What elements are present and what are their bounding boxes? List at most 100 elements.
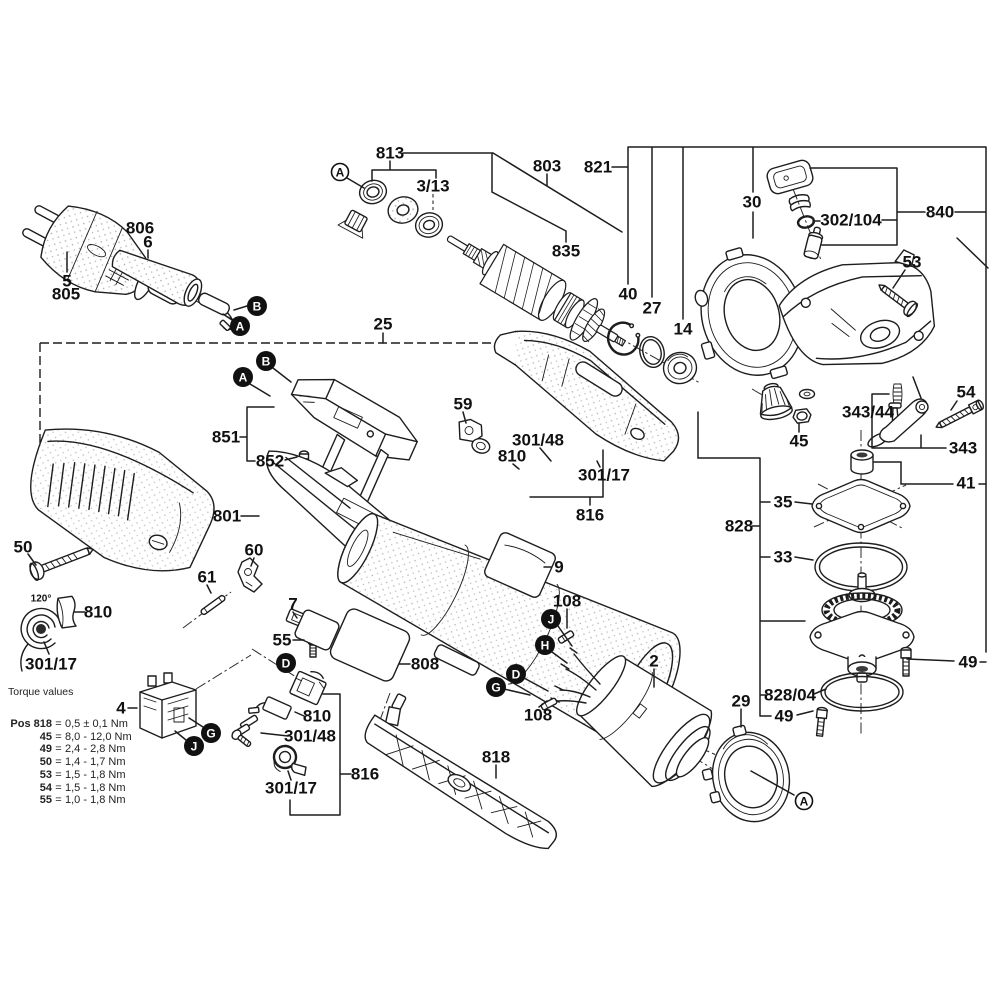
callout-813: 813 xyxy=(376,144,404,163)
callout-59: 59 xyxy=(454,395,473,414)
part-circlip-40 xyxy=(607,321,641,356)
callout-821: 821 xyxy=(584,158,612,177)
part-brush-holder xyxy=(289,670,327,706)
callout-45: 45 xyxy=(790,432,809,451)
callout-60: 60 xyxy=(245,541,264,560)
badge-d-brush: D xyxy=(276,653,296,673)
callout-5: 5 xyxy=(62,272,71,291)
part-gear-housing xyxy=(778,249,936,366)
part-cord-end xyxy=(197,292,235,332)
torque-row: 55 = 1,0 - 1,8 Nm xyxy=(8,794,132,807)
part-switch-button xyxy=(766,159,814,195)
badge-a-851: A xyxy=(233,367,253,387)
torque-table: Torque values Pos 818 = 0,5 ± 0,1 Nm 45 … xyxy=(8,686,132,807)
badge-b-cord: B xyxy=(247,296,267,316)
part-switch-4 xyxy=(139,672,197,739)
svg-text:B: B xyxy=(262,355,271,369)
torque-pos: 50 xyxy=(39,756,52,769)
part-armature-835 xyxy=(446,235,627,347)
torque-value: 1,4 - 1,7 Nm xyxy=(65,756,126,769)
part-ring-27 xyxy=(639,335,665,369)
callout-49-right: 49 xyxy=(959,653,978,672)
svg-text:J: J xyxy=(191,740,198,754)
part-clip-810-left xyxy=(56,595,77,629)
callout-343-44: 343/44 xyxy=(842,403,895,422)
part-screw-301-48 xyxy=(231,729,252,748)
torque-pos: 55 xyxy=(39,794,52,807)
torque-pos: Pos 818 xyxy=(10,718,52,730)
callout-angle-120: 120° xyxy=(31,594,52,605)
callout-852: 852 xyxy=(256,452,284,471)
svg-text:A: A xyxy=(336,166,345,180)
callout-805: 805 xyxy=(52,285,80,304)
part-sticker-808 xyxy=(329,608,411,682)
torque-row: 50 = 1,4 - 1,7 Nm xyxy=(8,756,132,769)
badge-h-stator: H xyxy=(535,635,555,655)
torque-eq: = xyxy=(55,768,62,781)
badge-d-stator: D xyxy=(506,664,526,684)
torque-value: 8,0 - 12,0 Nm xyxy=(65,730,132,743)
torque-eq: = xyxy=(55,794,62,807)
svg-text:A: A xyxy=(800,795,809,809)
svg-text:A: A xyxy=(236,320,245,334)
callout-6: 6 xyxy=(143,233,152,252)
callout-835: 835 xyxy=(552,242,580,261)
torque-eq: = xyxy=(55,718,62,730)
part-screw-49-right xyxy=(900,646,912,677)
torque-row: 53 = 1,5 - 1,8 Nm xyxy=(8,769,132,782)
callout-810-left: 810 xyxy=(84,603,112,622)
callout-301-48-bottom: 301/48 xyxy=(284,727,336,746)
callout-61: 61 xyxy=(198,568,217,587)
svg-text:D: D xyxy=(282,657,291,671)
torque-value: 0,5 ± 0,1 Nm xyxy=(65,718,128,730)
callout-806: 806 xyxy=(126,219,154,238)
torque-value: 1,5 - 1,8 Nm xyxy=(65,781,126,794)
callout-818: 818 xyxy=(482,748,510,767)
torque-pos: 49 xyxy=(39,743,52,756)
part-stator-wires xyxy=(550,647,601,704)
part-button-spring xyxy=(788,194,811,212)
callout-840: 840 xyxy=(926,203,954,222)
torque-pos: 54 xyxy=(39,781,52,794)
badge-g-switch: G xyxy=(201,723,221,743)
callout-49-left: 49 xyxy=(775,707,794,726)
badge-j-switch: J xyxy=(184,736,204,756)
part-screw-54 xyxy=(935,399,985,429)
part-bearing-flange-828 xyxy=(809,572,915,683)
callout-41: 41 xyxy=(957,474,976,493)
callout-30: 30 xyxy=(743,193,762,212)
callout-54: 54 xyxy=(957,383,976,402)
callout-808: 808 xyxy=(411,655,439,674)
callout-108-lower: 108 xyxy=(524,706,552,725)
svg-text:A: A xyxy=(239,371,248,385)
badge-j-stator: J xyxy=(541,609,561,629)
callout-9: 9 xyxy=(554,558,563,577)
callout-55: 55 xyxy=(273,631,292,650)
callout-816-bottom: 816 xyxy=(351,765,379,784)
part-rubber-buffer xyxy=(337,209,368,239)
torque-row: Pos 818 = 0,5 ± 0,1 Nm xyxy=(8,718,132,731)
torque-value: 1,5 - 1,8 Nm xyxy=(65,768,126,781)
part-screw-50 xyxy=(29,547,94,581)
torque-eq: = xyxy=(55,756,62,769)
part-nut-45 xyxy=(792,408,812,424)
part-gasket-35 xyxy=(811,478,911,534)
part-bearing-rear xyxy=(414,212,444,238)
callout-35: 35 xyxy=(774,493,793,512)
torque-pos: 45 xyxy=(39,730,52,743)
part-pinion-45 xyxy=(759,382,793,421)
svg-text:B: B xyxy=(253,300,262,314)
part-o-ring-828-04 xyxy=(820,672,904,712)
svg-text:J: J xyxy=(548,613,555,627)
callout-29: 29 xyxy=(732,692,751,711)
part-housing-cover-left xyxy=(30,428,215,572)
callout-343: 343 xyxy=(949,439,977,458)
callout-7: 7 xyxy=(288,595,297,614)
part-pin-61 xyxy=(200,594,226,616)
badge-a-top: A xyxy=(330,162,350,182)
callout-828-04: 828/04 xyxy=(764,686,817,705)
torque-eq: = xyxy=(55,781,62,794)
part-lever-59 xyxy=(458,418,491,454)
part-power-plug xyxy=(22,205,182,305)
